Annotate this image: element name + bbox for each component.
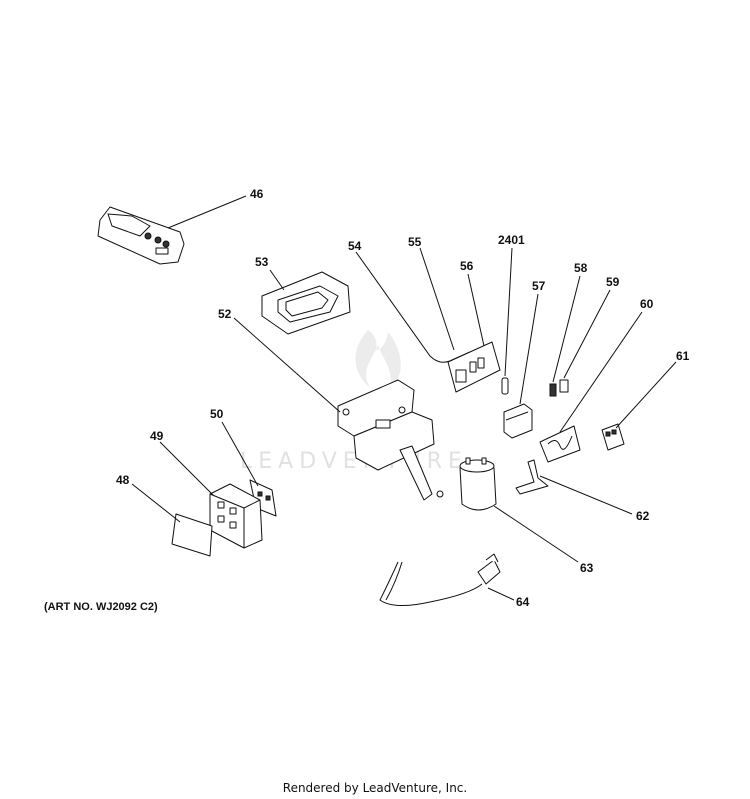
leader-49 — [159, 441, 215, 497]
leader-2401 — [504, 247, 513, 377]
leader-55 — [419, 247, 455, 351]
leader-46 — [167, 195, 247, 229]
leadventure-watermark: LEADVENTURE — [240, 330, 468, 474]
part-62-capacitor-strap[interactable] — [515, 459, 549, 495]
callout-50[interactable]: 50 — [210, 407, 224, 421]
callout-61[interactable]: 61 — [676, 349, 690, 363]
callout-49[interactable]: 49 — [150, 429, 164, 443]
leader-57 — [519, 293, 539, 405]
part-61-terminal-block[interactable] — [601, 423, 625, 451]
part-63-capacitor[interactable] — [459, 457, 497, 511]
part-59-component[interactable] — [559, 379, 569, 393]
part-48-panel-label[interactable] — [171, 513, 213, 557]
callout-56[interactable]: 56 — [460, 259, 474, 273]
callout-52[interactable]: 52 — [218, 307, 232, 321]
leader-60 — [559, 311, 643, 433]
part-2401-fuse[interactable] — [501, 377, 509, 395]
part-49-control-housing[interactable] — [209, 483, 263, 549]
callout-53[interactable]: 53 — [255, 255, 269, 269]
part-60-thermistor[interactable] — [539, 425, 581, 463]
svg-text:LEADVENTURE: LEADVENTURE — [240, 449, 468, 474]
leader-56 — [467, 273, 485, 347]
callout-46[interactable]: 46 — [250, 187, 264, 201]
callout-55[interactable]: 55 — [408, 235, 422, 249]
leader-61 — [615, 361, 677, 429]
leader-63 — [493, 505, 579, 563]
leader-53 — [269, 269, 285, 291]
callout-2401[interactable]: 2401 — [498, 233, 525, 247]
part-57-transformer[interactable] — [503, 403, 533, 439]
art-number: (ART NO. WJ2092 C2) — [44, 601, 158, 613]
part-56-control-board[interactable] — [447, 341, 501, 393]
callout-57[interactable]: 57 — [532, 279, 546, 293]
leader-58 — [552, 275, 581, 383]
part-53-control-panel-gasket[interactable] — [261, 271, 351, 335]
part-52-control-box-bracket[interactable] — [337, 379, 444, 501]
callout-64[interactable]: 64 — [516, 595, 530, 609]
leader-50 — [221, 421, 259, 487]
callout-58[interactable]: 58 — [574, 261, 588, 275]
callout-59[interactable]: 59 — [606, 275, 620, 289]
leader-48 — [131, 483, 181, 523]
callout-62[interactable]: 62 — [636, 509, 650, 523]
callout-48[interactable]: 48 — [116, 473, 130, 487]
callout-63[interactable]: 63 — [580, 561, 594, 575]
part-46-remote-control[interactable] — [97, 206, 185, 265]
leader-64 — [487, 587, 515, 601]
footer-credit: Rendered by LeadVenture, Inc. — [282, 781, 468, 795]
leader-62 — [539, 475, 633, 515]
callout-60[interactable]: 60 — [640, 297, 654, 311]
part-64-wire-harness[interactable] — [379, 553, 501, 606]
leader-59 — [563, 289, 611, 379]
callout-54[interactable]: 54 — [348, 239, 362, 253]
part-58-component[interactable] — [549, 383, 557, 397]
leader-52 — [233, 317, 341, 413]
